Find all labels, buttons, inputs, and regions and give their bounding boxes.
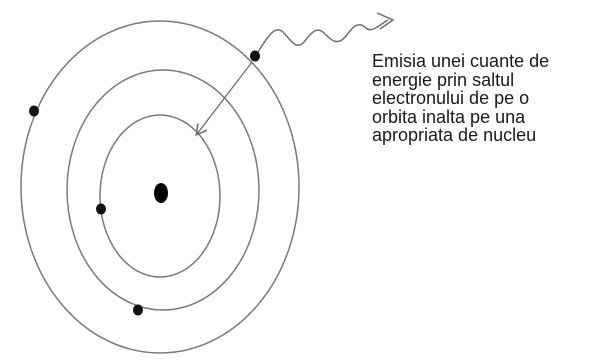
- caption-line-2: energie prin saltul: [372, 71, 612, 90]
- caption-line-1: Emisia unei cuante de: [372, 52, 612, 71]
- caption-line-5: apropriata de nucleu: [372, 126, 612, 145]
- electron-transition-arrow: [197, 62, 252, 134]
- electron-middle-bottom: [133, 305, 143, 316]
- photon-arrowhead: [377, 13, 393, 29]
- electron-outer-left: [29, 106, 39, 117]
- emission-caption: Emisia unei cuante de energie prin saltu…: [372, 52, 612, 145]
- photon-wave: [258, 20, 388, 52]
- nucleus: [154, 183, 168, 203]
- caption-line-3: electronului de pe o: [372, 89, 612, 108]
- electron-inner-left: [96, 204, 106, 215]
- caption-line-4: orbita inalta pe una: [372, 108, 612, 127]
